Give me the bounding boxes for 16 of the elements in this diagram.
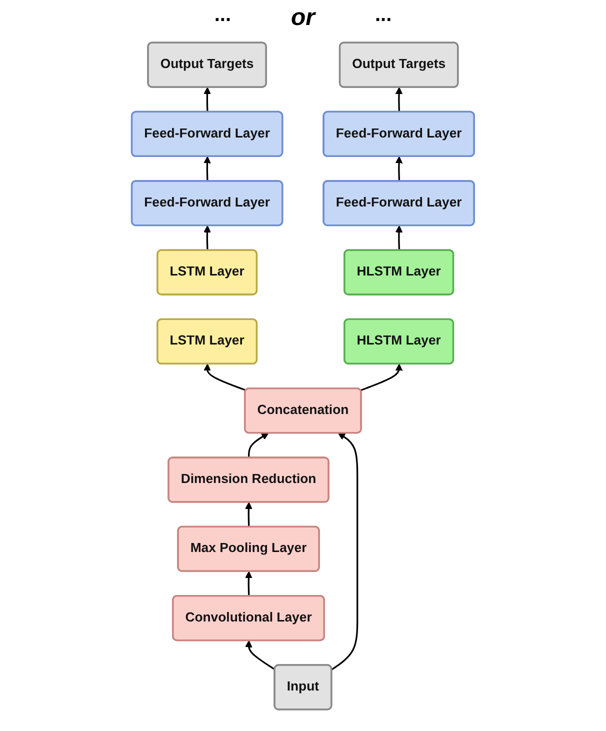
arrow bbox=[245, 571, 252, 596]
ellipsis-text: ... bbox=[214, 4, 231, 28]
arrow bbox=[204, 364, 246, 392]
arrow bbox=[245, 640, 276, 670]
arrow bbox=[395, 225, 403, 250]
or-text: or bbox=[291, 4, 315, 32]
arrow bbox=[331, 432, 358, 670]
arrow bbox=[245, 502, 252, 528]
arrow bbox=[248, 432, 269, 458]
arrow bbox=[204, 225, 211, 250]
arrow bbox=[204, 156, 211, 182]
ellipsis-text: ... bbox=[375, 4, 392, 28]
arrow bbox=[204, 87, 211, 112]
arrow bbox=[395, 156, 403, 182]
arrow bbox=[395, 87, 403, 112]
arrow bbox=[360, 364, 403, 392]
